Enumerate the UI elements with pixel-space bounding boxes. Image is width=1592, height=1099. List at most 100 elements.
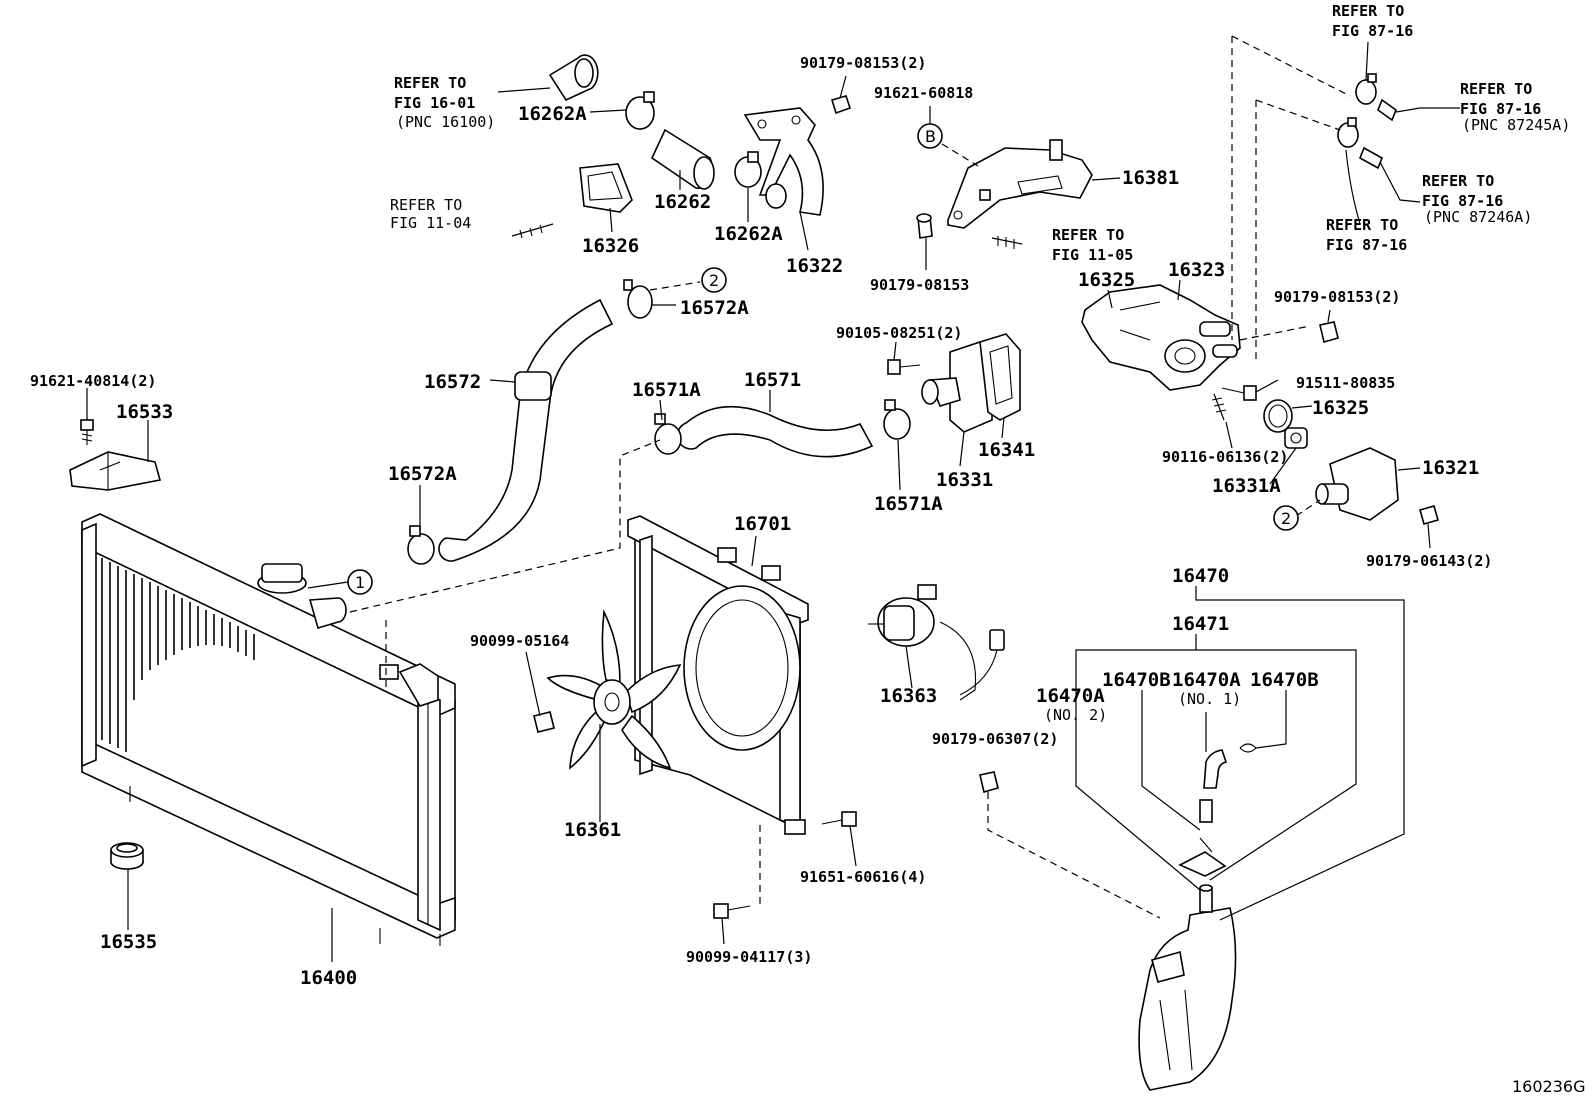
label-16325-ring: 16325 [1312, 397, 1369, 419]
svg-text:FIG 16-01: FIG 16-01 [394, 94, 475, 112]
svg-text:FIG 87-16: FIG 87-16 [1332, 22, 1413, 40]
hose-clamp-16262A-mid[interactable] [734, 151, 762, 188]
nut-90179-06143[interactable] [1419, 505, 1439, 525]
radiator-upper-hose[interactable] [438, 298, 614, 562]
reserve-tank[interactable] [1138, 884, 1237, 1091]
svg-text:REFER TO: REFER TO [1460, 80, 1532, 98]
svg-text:REFER TO: REFER TO [1326, 216, 1398, 234]
water-outlet-housing[interactable] [1081, 284, 1241, 391]
svg-text:REFER TO: REFER TO [1422, 172, 1494, 190]
label-16381: 16381 [1122, 167, 1179, 189]
label-16470: 16470 [1172, 565, 1229, 587]
leader-lines [86, 35, 1460, 962]
refer-fig-16-01: REFER TO FIG 16-01 (PNC 16100) [394, 74, 495, 131]
refer-fig-87-16-87246A: REFER TO FIG 87-16 (PNC 87246A) [1422, 172, 1532, 226]
radiator[interactable] [81, 513, 456, 946]
label-16262A-mid: 16262A [714, 223, 783, 245]
label-16470B-right: 16470B [1250, 669, 1319, 691]
water-outlet-gasket[interactable] [579, 163, 633, 213]
svg-text:1: 1 [355, 573, 365, 592]
label-16535: 16535 [100, 931, 157, 953]
hose-refer-16-01 [548, 54, 599, 102]
svg-text:REFER TO: REFER TO [1332, 2, 1404, 20]
label-16331: 16331 [936, 469, 993, 491]
hose-clamp-16572A-upper[interactable] [623, 279, 653, 319]
label-90179-08153-mid: 90179-08153 [870, 276, 969, 294]
figure-code: 160236G [1512, 1077, 1585, 1096]
stud-90116-06136[interactable] [1211, 393, 1227, 421]
bolt-91651-60616[interactable] [821, 811, 857, 827]
nut-90179-08153-lower[interactable] [916, 213, 933, 239]
label-16321: 16321 [1422, 457, 1479, 479]
refer-fig-87-16-top: REFER TO FIG 87-16 [1332, 2, 1413, 40]
svg-text:FIG 87-16: FIG 87-16 [1326, 236, 1407, 254]
label-16326: 16326 [582, 235, 639, 257]
label-90179-08153-2-top: 90179-08153(2) [800, 54, 926, 72]
label-16331A: 16331A [1212, 475, 1281, 497]
label-16325-top: 16325 [1078, 269, 1135, 291]
hose-clamp-16571A-right[interactable] [883, 399, 911, 440]
radiator-lower-hose[interactable] [676, 405, 874, 458]
water-inlet[interactable] [921, 341, 993, 433]
heater-hose-clamps[interactable] [1337, 73, 1397, 170]
label-16400: 16400 [300, 967, 357, 989]
svg-text:FIG 11-04: FIG 11-04 [390, 214, 471, 232]
reserve-tank-cap[interactable] [1178, 837, 1227, 877]
svg-text:REFER TO: REFER TO [390, 196, 462, 214]
label-16470A-no2: 16470A [1036, 685, 1105, 707]
bolt-91621-40814[interactable] [80, 419, 94, 445]
stud-refer-11-05 [991, 236, 1023, 249]
thermostat-16331A[interactable] [1284, 427, 1308, 449]
bolt-90105-08251[interactable] [887, 359, 921, 375]
label-91621-40814-2: 91621-40814(2) [30, 372, 156, 390]
fan-motor[interactable] [868, 584, 1005, 701]
svg-text:FIG 87-16: FIG 87-16 [1422, 192, 1503, 210]
cooling-fan[interactable] [546, 609, 682, 770]
bolt-90099-04117[interactable] [713, 903, 751, 919]
svg-text:REFER TO: REFER TO [394, 74, 466, 92]
label-16361: 16361 [564, 819, 621, 841]
callout-B: B [917, 123, 943, 149]
label-90099-04117-3: 90099-04117(3) [686, 948, 812, 966]
label-no2: (NO. 2) [1044, 706, 1107, 724]
water-inlet-16321[interactable] [1315, 447, 1399, 521]
water-bypass-pipe[interactable] [743, 107, 824, 216]
nut-90179-06307[interactable] [979, 771, 999, 793]
label-16471: 16471 [1172, 613, 1229, 635]
label-16533: 16533 [116, 401, 173, 423]
refer-fig-11-04: REFER TO FIG 11-04 [390, 196, 471, 232]
label-16470A-no1: 16470A [1172, 669, 1241, 691]
label-16470B-left: 16470B [1102, 669, 1171, 691]
refer-fig-11-05: REFER TO FIG 11-05 [1052, 226, 1133, 264]
nut-90179-08153[interactable] [830, 95, 852, 115]
hose-clamp-16572A-lower[interactable] [407, 525, 435, 565]
radiator-support-bracket[interactable] [69, 451, 162, 491]
gasket-16325-ring[interactable] [1263, 399, 1293, 433]
nut-90099-05164[interactable] [533, 711, 555, 733]
radiator-cushion[interactable] [110, 842, 144, 870]
engine-bracket[interactable] [947, 139, 1093, 229]
svg-text:(PNC 16100): (PNC 16100) [396, 113, 495, 131]
water-hose-16262[interactable] [650, 128, 715, 190]
hose-clamp-16571A-left[interactable] [654, 413, 682, 455]
hose-clip-16470B[interactable] [1239, 743, 1257, 753]
bolt-91511-80835[interactable] [1221, 385, 1257, 401]
reserve-tank-hose[interactable] [1199, 749, 1228, 823]
label-90105-08251-2: 90105-08251(2) [836, 324, 962, 342]
nut-90179-08153-right[interactable] [1319, 321, 1339, 343]
label-16322: 16322 [786, 255, 843, 277]
callout-2-upper: 2 [701, 267, 727, 293]
label-91511-80835: 91511-80835 [1296, 374, 1395, 392]
callout-2-lower: 2 [1273, 505, 1299, 531]
water-inlet-gasket[interactable] [979, 333, 1021, 421]
hose-clamp-16262A-top[interactable] [625, 91, 655, 130]
label-90116-06136-2: 90116-06136(2) [1162, 448, 1288, 466]
label-16323: 16323 [1168, 259, 1225, 281]
label-90179-06307-2: 90179-06307(2) [932, 730, 1058, 748]
refer-fig-87-16-87245A: REFER TO FIG 87-16 (PNC 87245A) [1460, 80, 1570, 134]
stud-refer-11-04 [511, 223, 554, 239]
svg-text:REFER TO: REFER TO [1052, 226, 1124, 244]
label-91621-60818: 91621-60818 [874, 84, 973, 102]
label-16363: 16363 [880, 685, 937, 707]
refer-fig-87-16-bottom: REFER TO FIG 87-16 [1326, 216, 1407, 254]
